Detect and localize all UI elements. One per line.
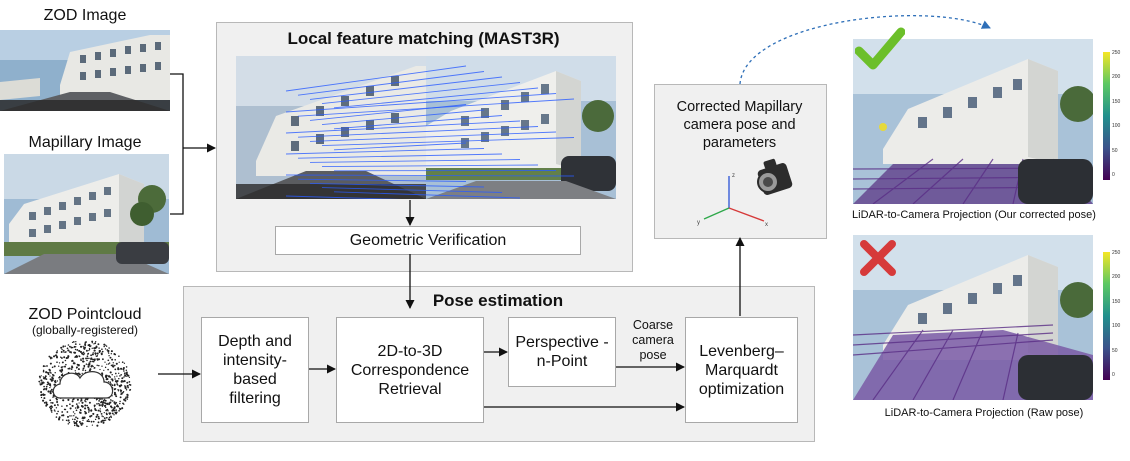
colorbar-tick-label: 200 <box>1112 274 1121 281</box>
match-line <box>333 115 503 130</box>
camera-axes-icon: z x y <box>697 173 768 228</box>
input-bracket <box>170 73 184 215</box>
match-line <box>285 195 402 199</box>
correspondence-retrieval-box: 2D-to-3D Correspondence Retrieval <box>336 317 484 423</box>
corrected-caption: LiDAR-to-Camera Projection (Our correcte… <box>852 209 1096 221</box>
match-line <box>309 131 557 142</box>
pose-estimation-title: Pose estimation <box>432 291 564 310</box>
match-line <box>297 126 539 138</box>
axis-y-label: y <box>697 220 700 226</box>
match-line <box>333 142 467 151</box>
pointcloud-icon <box>38 340 132 428</box>
camera-icon <box>757 158 793 195</box>
colorbar-tick-label: 100 <box>1112 123 1121 130</box>
dashed-curve-arrow <box>739 15 991 85</box>
colorbar-tick-label: 150 <box>1112 298 1121 305</box>
raw-colorbar <box>1103 252 1110 380</box>
lm-optimization-box: Levenberg–Marquardt optimization <box>685 317 798 423</box>
checkmark-icon <box>855 27 905 70</box>
raw-caption: LiDAR-to-Camera Projection (Raw pose) <box>884 407 1084 419</box>
match-line <box>297 178 467 182</box>
match-line <box>321 187 503 193</box>
raw-projection-image <box>853 235 1093 400</box>
coarse-camera-pose-label: Coarse camera pose <box>632 318 674 362</box>
match-line <box>321 137 575 147</box>
pnp-box: Perspective -n-Point <box>508 317 616 387</box>
match-line <box>285 93 557 113</box>
corrected-colorbar <box>1103 52 1110 180</box>
colorbar-tick-label: 250 <box>1112 250 1121 256</box>
match-line <box>309 182 485 188</box>
geometric-verification-box: Geometric Verification <box>275 226 581 255</box>
zod-image <box>0 30 170 111</box>
colorbar-tick-label: 200 <box>1112 74 1121 81</box>
mapillary-image <box>4 154 169 274</box>
zod-image-label: ZOD Image <box>43 7 127 24</box>
match-line <box>321 164 539 168</box>
match-lines <box>285 65 575 199</box>
pointcloud-subtitle: (globally-registered) <box>31 323 139 337</box>
match-line <box>285 120 521 134</box>
colorbar-tick-label: 100 <box>1112 323 1121 330</box>
colorbar-tick-label: 50 <box>1112 147 1118 154</box>
colorbar-tick-label: 0 <box>1112 372 1115 378</box>
colorbar-tick-label: 50 <box>1112 347 1118 354</box>
match-line <box>297 71 485 96</box>
match-line <box>321 82 521 105</box>
match-line <box>309 76 503 100</box>
match-line <box>309 159 521 163</box>
corrected-pose-panel <box>654 84 827 239</box>
pointcloud-title: ZOD Pointcloud <box>28 306 142 323</box>
axis-x-label: x <box>765 222 768 228</box>
cross-icon <box>860 240 896 276</box>
axis-z-label: z <box>732 173 735 179</box>
match-line <box>333 87 539 109</box>
matching-image-pair <box>236 56 616 199</box>
mapillary-image-label: Mapillary Image <box>28 134 142 151</box>
colorbar-tick-label: 0 <box>1112 172 1115 178</box>
depth-intensity-filtering-box: Depth and intensity-based filtering <box>201 317 309 423</box>
local-matching-title: Local feature matching (MAST3R) <box>287 29 560 48</box>
match-line <box>297 153 503 159</box>
match-line <box>309 104 467 121</box>
match-line <box>285 148 485 155</box>
corrected-pose-label: Corrected Mapillary camera pose and para… <box>676 99 803 151</box>
match-line <box>333 191 521 199</box>
colorbar-tick-label: 250 <box>1112 50 1121 56</box>
match-line <box>321 109 485 126</box>
colorbar-tick-label: 150 <box>1112 98 1121 105</box>
match-line <box>285 65 467 92</box>
match-line <box>285 174 575 177</box>
